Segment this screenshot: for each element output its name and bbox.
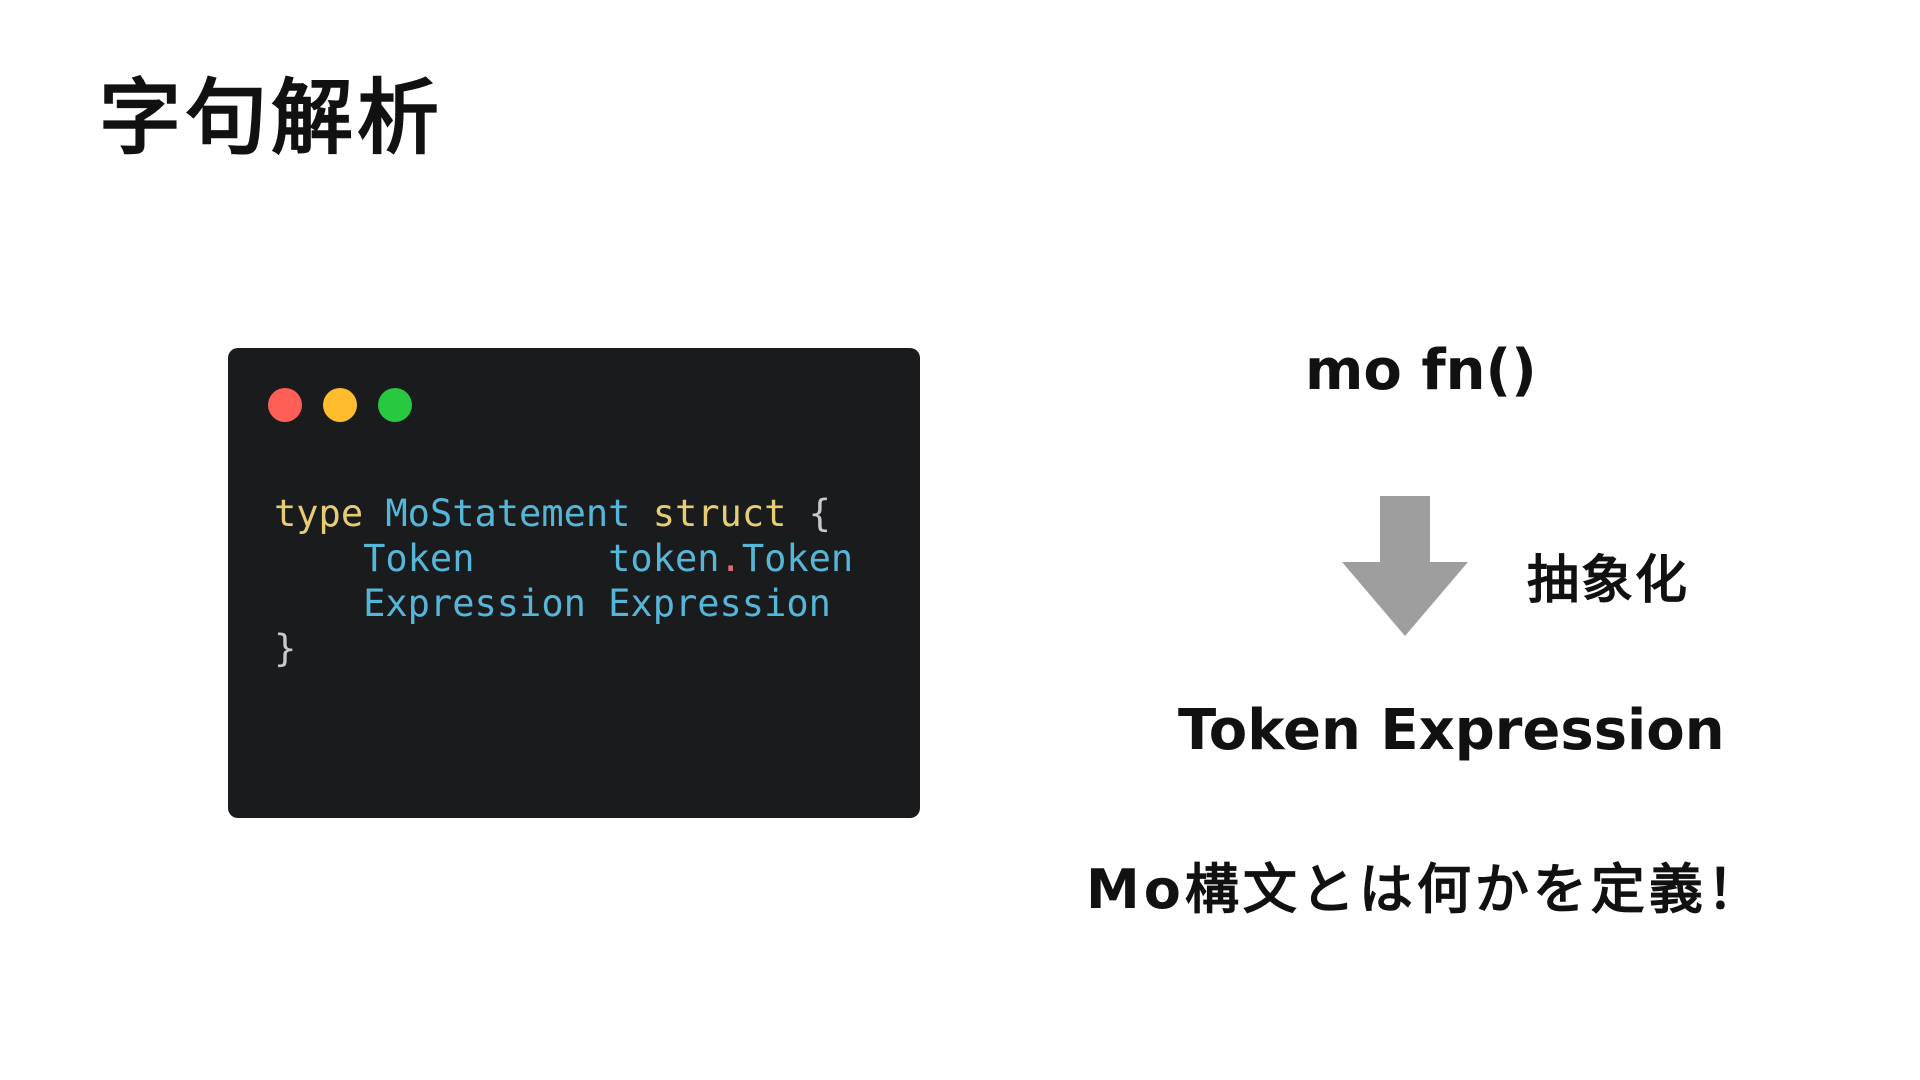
code-window: type MoStatement struct { Token token.To… [228,348,920,818]
summary-text: Mo構文とは何かを定義！ [1086,858,1765,921]
code-line: type MoStatement struct { [274,491,853,536]
result-tokens: Token Expression [1178,698,1725,763]
code-block: type MoStatement struct { Token token.To… [274,491,853,671]
maximize-window-dot [378,388,412,422]
code-token-type: MoStatement [385,492,631,535]
close-window-dot [268,388,302,422]
code-line: Token token.Token [274,536,853,581]
code-token-punctuation: { [786,492,831,535]
code-token-type: Token [741,537,854,580]
down-arrow-icon [1342,496,1468,636]
code-token-punctuation [274,537,363,580]
code-token-punctuation [475,537,609,580]
code-token-keyword: struct [652,492,787,535]
code-token-operator: . [719,537,742,580]
code-token-keyword: type [274,492,364,535]
slide-title: 字句解析 [99,71,444,166]
code-line: } [274,626,853,671]
code-token-punctuation [586,582,608,625]
code-token-type: Expression [608,582,831,625]
code-token-punctuation [363,492,385,535]
code-token-punctuation: } [274,627,297,670]
code-token-punctuation [274,582,363,625]
input-code: mo fn() [1305,338,1537,403]
abstraction-label: 抽象化 [1527,551,1690,611]
code-token-type: Token [363,537,475,580]
abstraction-diagram: mo fn() 抽象化 Token Expression Mo構文とは何かを定義… [1060,0,1820,1080]
code-token-type: token [608,537,720,580]
down-arrow-shape [1342,496,1468,636]
minimize-window-dot [323,388,357,422]
window-controls [268,388,412,422]
code-token-type: Expression [363,582,586,625]
code-line: Expression Expression [274,581,853,626]
code-token-punctuation [630,492,652,535]
